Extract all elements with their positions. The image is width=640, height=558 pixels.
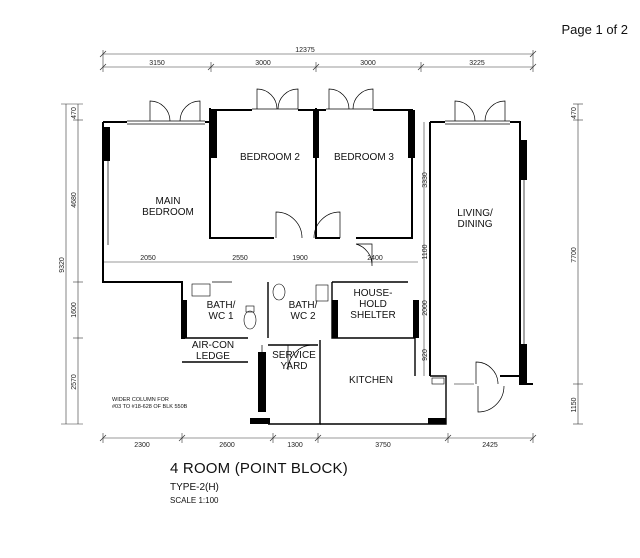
dim-inner-col-2: 1100 [422,244,429,259]
windows [102,108,525,344]
dim-inner-row-2: 2550 [232,255,248,262]
room-main-bedroom: MAIN BEDROOM [142,196,194,218]
dim-bottom-2: 2600 [219,442,235,449]
dim-inner-row-1: 2050 [140,255,156,262]
dim-inner-col-4: 920 [422,349,429,361]
dim-top-4: 3225 [469,60,485,67]
dim-left-overall: 9320 [59,257,66,273]
columns [104,110,527,424]
dim-bottom-4: 3750 [375,442,391,449]
dim-left-4: 2570 [71,374,78,390]
dim-inner-col-1: 3330 [422,172,429,188]
room-aircon-ledge: AIR-CON LEDGE [191,340,235,362]
fixtures [191,283,474,385]
room-kitchen: KITCHEN [349,375,393,386]
room-bedroom-2: BEDROOM 2 [239,152,300,163]
dim-top-3: 3000 [360,60,376,67]
dim-right-1: 470 [571,107,578,119]
dim-bottom-5: 2425 [482,442,498,449]
room-service-yard: SERVICE YARD [272,350,316,372]
dim-bottom-3: 1300 [287,442,303,449]
page-indicator: Page 1 of 2 [561,22,629,37]
dimension-labels: 12375 3150 3000 3000 3225 2300 2600 1300… [59,47,578,449]
room-bath-wc-1: BATH/ WC 1 [206,300,236,322]
dim-left-2: 4680 [71,192,78,208]
room-bath-wc-2: BATH/ WC 2 [288,300,318,322]
plan-type: TYPE-2(H) [170,482,219,493]
room-living-dining: LIVING/ DINING [457,208,493,230]
dim-left-1: 470 [71,107,78,119]
dim-top-2: 3000 [255,60,271,67]
dim-overall-top: 12375 [295,47,315,54]
room-bedroom-3: BEDROOM 3 [333,152,394,163]
room-household-shelter: HOUSE- HOLD SHELTER [350,288,396,321]
plan-title: 4 ROOM (POINT BLOCK) [170,460,348,477]
column-note: WIDER COLUMN FOR #03 TO #18-628 OF BLK 5… [112,397,188,410]
dim-right-2: 7700 [571,247,578,263]
dim-inner-row-3: 1900 [292,255,308,262]
dim-top-1: 3150 [149,60,165,67]
plan-scale: SCALE 1:100 [170,496,219,505]
dim-inner-row-4: 2400 [367,255,383,262]
door-swings [149,88,506,413]
dim-inner-col-3: 2000 [422,300,429,316]
dim-bottom-1: 2300 [134,442,150,449]
dim-right-3: 1150 [571,397,578,412]
dim-left-3: 1600 [71,302,78,318]
